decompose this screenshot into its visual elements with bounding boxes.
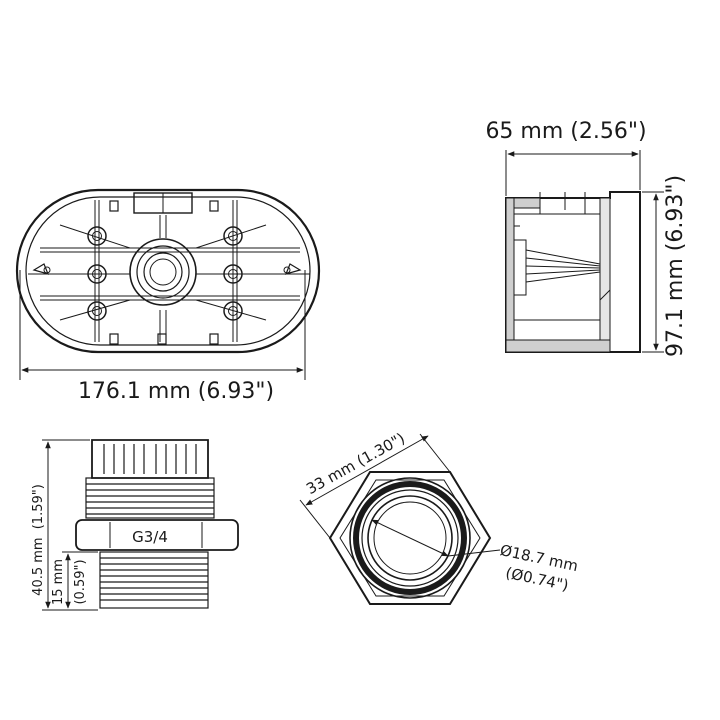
clips bbox=[32, 200, 302, 345]
thread-label: G3/4 bbox=[132, 528, 168, 546]
thread-height-label-mm: 15 mm bbox=[51, 559, 66, 605]
front-view: 176.1 mm (6.93") bbox=[15, 188, 321, 404]
height-label: 97.1 mm (6.93") bbox=[663, 175, 688, 357]
gland-side-view: G3/4 40.5 mm (1.59") 15 mm (0.59") bbox=[31, 439, 239, 611]
gland-upper-thread bbox=[85, 477, 215, 519]
gland-cap-slots bbox=[103, 444, 197, 474]
gland-hex-body bbox=[75, 519, 239, 551]
svg-text:40.5 mm (1.59"): 40.5 mm (1.59") bbox=[31, 484, 46, 596]
internal-ribs bbox=[28, 200, 310, 342]
gland-top-view: 33 mm (1.30") Ø18.7 mm (Ø0.74") bbox=[299, 429, 580, 605]
side-view-internals bbox=[513, 192, 611, 321]
depth-label: 65 mm (2.56") bbox=[485, 119, 646, 144]
screw-bosses bbox=[87, 226, 243, 321]
across-flats-dimension-line bbox=[305, 435, 429, 506]
side-view: 65 mm (2.56") 97.1 mm (6.93") bbox=[485, 119, 688, 357]
bore-dimension-line bbox=[371, 519, 449, 557]
total-height-label-mm: 40.5 mm bbox=[31, 537, 46, 595]
width-label: 176.1 mm (6.93") bbox=[78, 379, 274, 404]
front-view-outline bbox=[15, 188, 321, 354]
gland-lower-thread bbox=[99, 551, 209, 609]
central-boss bbox=[129, 238, 197, 306]
total-height-label-in: (1.59") bbox=[31, 484, 46, 529]
thread-height-label-in: (0.59") bbox=[73, 559, 88, 604]
front-view-inner-outline bbox=[25, 196, 311, 346]
